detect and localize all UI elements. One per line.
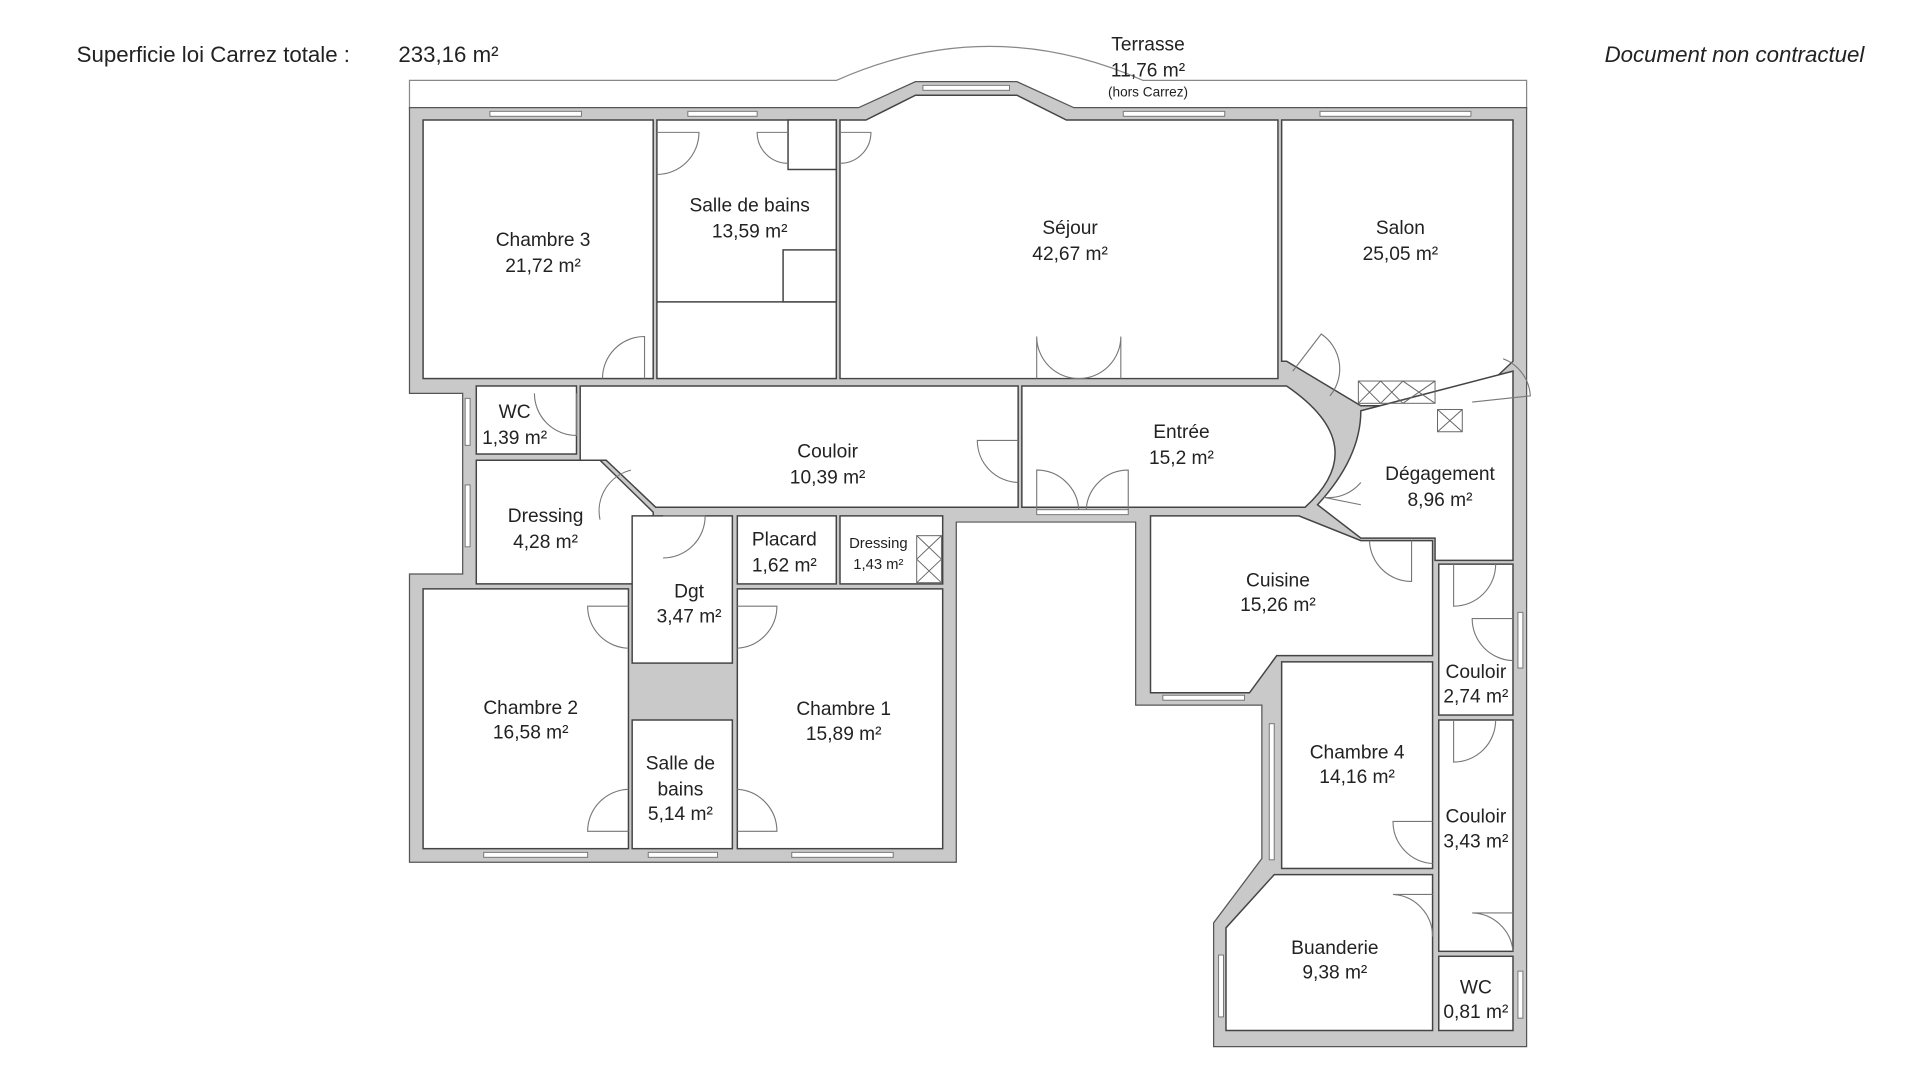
room-area: 15,26 m² <box>1240 595 1316 616</box>
room-name: Couloir <box>1446 662 1507 683</box>
windows <box>464 84 1524 1019</box>
room-name: Placard <box>752 530 817 551</box>
room-name: Salle de bains <box>690 196 810 217</box>
room-area: 3,47 m² <box>657 606 723 627</box>
room-entree <box>1021 385 1336 508</box>
room-area: 21,72 m² <box>505 256 581 277</box>
room-sejour <box>839 94 1279 380</box>
room-area: 25,05 m² <box>1363 244 1439 265</box>
disclaimer: Document non contractuel <box>1605 42 1866 67</box>
room-area: 10,39 m² <box>790 468 866 489</box>
room-area: 42,67 m² <box>1032 244 1108 265</box>
rooms <box>422 94 1514 1032</box>
terrace-name: Terrasse <box>1111 35 1184 56</box>
room-name: bains <box>658 779 704 800</box>
room-wc-2 <box>1438 955 1514 1032</box>
room-chambre-4 <box>1280 661 1434 870</box>
room-name: Séjour <box>1042 218 1098 239</box>
room-name: Salle de <box>646 753 715 774</box>
room-chambre-3 <box>422 119 654 380</box>
room-name: Dégagement <box>1385 464 1495 485</box>
duct <box>632 665 733 718</box>
room-dressing-2 <box>839 515 944 585</box>
room-area: 9,38 m² <box>1302 963 1368 984</box>
room-name: Chambre 1 <box>796 699 891 720</box>
room-chambre-2 <box>422 588 630 850</box>
room-shower <box>782 249 838 303</box>
room-buanderie <box>1225 873 1434 1032</box>
room-salle-de-bains-2 <box>631 719 734 850</box>
terrace-area: 11,76 m² <box>1111 61 1186 82</box>
room-dgt <box>631 515 734 664</box>
terrace-note: (hors Carrez) <box>1108 84 1188 99</box>
room-area: 15,2 m² <box>1149 448 1215 469</box>
room-area: 1,62 m² <box>752 556 818 577</box>
duct-marks <box>916 380 1463 584</box>
room-name: Chambre 4 <box>1310 742 1405 763</box>
room-area: 1,43 m² <box>853 557 903 573</box>
room-name: Chambre 2 <box>483 698 578 719</box>
room-area: 5,14 m² <box>648 804 714 825</box>
room-area: 8,96 m² <box>1408 490 1474 511</box>
room-area: 13,59 m² <box>712 222 788 243</box>
room-name: WC <box>1460 977 1492 998</box>
room-area: 1,39 m² <box>482 428 548 449</box>
room-cuisine <box>1149 515 1434 694</box>
room-name: Dressing <box>508 506 584 527</box>
terrace-outline <box>408 45 1528 110</box>
room-placard <box>736 515 838 585</box>
total-area-label: Superficie loi Carrez totale : <box>77 42 350 67</box>
room-name: Couloir <box>1446 807 1507 828</box>
room-name: Dgt <box>674 582 704 603</box>
room-area: 16,58 m² <box>493 723 569 744</box>
room-area: 15,89 m² <box>806 724 882 745</box>
room-degagement <box>1316 370 1514 562</box>
room-area: 0,81 m² <box>1443 1002 1509 1023</box>
room-name: WC <box>499 402 531 423</box>
room-couloir-2 <box>1438 563 1514 716</box>
total-area-value: 233,16 m² <box>398 42 498 67</box>
room-area: 2,74 m² <box>1443 687 1509 708</box>
room-area: 3,43 m² <box>1443 831 1509 852</box>
room-name: Dressing <box>849 536 908 552</box>
room-area: 4,28 m² <box>513 532 579 553</box>
room-name: Entrée <box>1153 422 1209 443</box>
room-name: Chambre 3 <box>496 230 591 251</box>
room-area: 14,16 m² <box>1319 767 1395 788</box>
room-name: Buanderie <box>1291 938 1378 959</box>
room-chambre-1 <box>736 588 944 850</box>
room-wc-1 <box>475 385 578 455</box>
room-name: Couloir <box>797 442 858 463</box>
room-name: Salon <box>1376 218 1425 239</box>
doors <box>533 131 1531 952</box>
room-closet <box>787 119 838 171</box>
room-name: Cuisine <box>1246 570 1310 591</box>
